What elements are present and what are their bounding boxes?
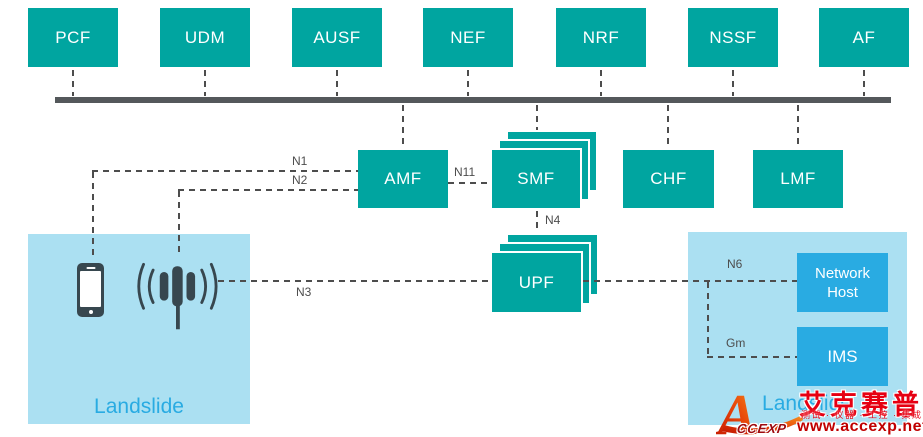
connector-n2-drop (178, 191, 180, 253)
base-station-icon (137, 262, 218, 330)
node-af: AF (819, 8, 909, 67)
connector-gm (707, 356, 797, 358)
landslide-label-left: Landslide (94, 395, 184, 418)
node-upf: UPF (490, 251, 583, 314)
smartphone-icon (77, 263, 104, 317)
connector-n1 (92, 170, 358, 172)
connector-bus-chf (667, 105, 669, 149)
node-ims: IMS (797, 327, 888, 386)
label-gm: Gm (726, 336, 746, 350)
landslide-label-right: Landslide (762, 392, 852, 415)
node-nrf: NRF (556, 8, 646, 67)
connector-n2 (178, 189, 358, 191)
label-n4: N4 (545, 213, 561, 227)
node-smf: SMF (490, 148, 582, 210)
node-network-host: Network Host (797, 253, 888, 312)
accexp-logo-icon: A (716, 387, 803, 437)
accexp-logo-text: CCEXP (735, 421, 788, 436)
connector-n4 (536, 211, 538, 234)
connector-udm-bus (204, 70, 206, 96)
connector-n6 (583, 280, 797, 282)
node-chf: CHF (623, 150, 714, 208)
node-udm: UDM (160, 8, 250, 67)
node-lmf: LMF (753, 150, 843, 208)
label-n3: N3 (296, 285, 312, 299)
connector-af-bus (863, 70, 865, 96)
connector-bus-smf (536, 105, 538, 132)
connector-n11 (448, 182, 492, 184)
connector-bus-amf (402, 105, 404, 149)
label-n11: N11 (454, 165, 476, 179)
node-nef: NEF (423, 8, 513, 67)
connector-bus-lmf (797, 105, 799, 149)
node-nssf: NSSF (688, 8, 778, 67)
node-ausf: AUSF (292, 8, 382, 67)
connector-nef-bus (467, 70, 469, 96)
phone-home-button (88, 310, 93, 314)
node-pcf: PCF (28, 8, 118, 67)
connector-pcf-bus (72, 70, 74, 96)
connector-ausf-bus (336, 70, 338, 96)
phone-speaker-slit (86, 267, 95, 269)
service-bus-bar (55, 97, 891, 103)
watermark-tagline: 测试 · 仪器 · 工控 · 集成 (801, 410, 923, 420)
watermark-brand-cn: 艾克赛普 (799, 390, 923, 420)
connector-gm-drop (707, 282, 709, 357)
label-n6: N6 (727, 257, 743, 271)
connector-n3 (218, 280, 492, 282)
label-n1: N1 (292, 154, 308, 168)
connector-nssf-bus (732, 70, 734, 96)
watermark-url: www.accexp.net (797, 418, 923, 435)
connector-nrf-bus (600, 70, 602, 96)
phone-screen (80, 271, 101, 307)
connector-n1-drop (92, 172, 94, 256)
label-n2: N2 (292, 173, 308, 187)
node-amf: AMF (358, 150, 448, 208)
